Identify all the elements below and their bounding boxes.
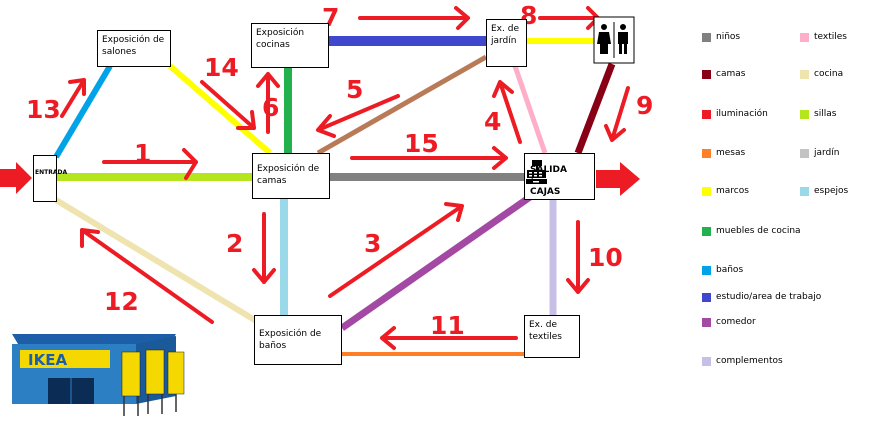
line-aseo-salida-camas <box>574 62 616 155</box>
legend-swatch <box>702 33 711 42</box>
route-arrow-12 <box>80 228 214 324</box>
legend-swatch <box>800 149 809 158</box>
route-arrow-14 <box>200 80 256 130</box>
line-entrada-salones-banos <box>53 64 113 159</box>
step-label-11: 11 <box>430 311 465 340</box>
route-arrow-1 <box>102 148 198 180</box>
node-exposicion-salones: Exposición de salones <box>97 30 171 67</box>
legend-label: espejos <box>814 186 849 196</box>
legend-swatch <box>800 33 809 42</box>
line-jardin-salida-textiles <box>512 65 548 154</box>
ikea-store-icon: IKEA <box>12 334 185 416</box>
route-arrow-9 <box>604 86 630 142</box>
legend-label: marcos <box>716 186 749 196</box>
legend-label: textiles <box>814 32 847 42</box>
route-arrow-2 <box>252 212 276 284</box>
legend-label: mesas <box>716 148 746 158</box>
route-arrow-13 <box>60 78 86 118</box>
node-ex-jardin: Ex. de jardín <box>486 19 527 67</box>
legend-label: muebles de cocina <box>716 226 801 236</box>
node-exposicion-camas: Exposición de camas <box>252 153 330 199</box>
legend-swatch <box>800 187 809 196</box>
cash-register-icon <box>526 160 547 184</box>
legend-label: iluminación <box>716 109 768 119</box>
legend-swatch <box>702 318 711 327</box>
step-label-13: 13 <box>26 95 61 124</box>
node-entrada: ENTRADA <box>33 155 67 202</box>
legend-swatch <box>800 70 809 79</box>
legend-swatch <box>702 110 711 119</box>
line-banos-salida-comedor <box>339 194 533 331</box>
step-label-15: 15 <box>404 129 439 158</box>
connections <box>53 36 616 356</box>
step-label-6: 6 <box>262 93 279 122</box>
node-exposicion-cocinas: Exposición cocinas <box>251 23 329 68</box>
legend-label: complementos <box>716 356 783 366</box>
legend-swatch <box>702 227 711 236</box>
legend-label: estudio/area de trabajo <box>716 292 822 302</box>
legend-label: comedor <box>716 317 756 327</box>
route-arrow-4 <box>492 80 522 144</box>
route-arrow-3 <box>328 202 464 298</box>
legend-label: cocina <box>814 69 844 79</box>
step-labels: 1 2 3 4 5 6 7 8 9 10 11 12 13 14 15 <box>26 1 653 340</box>
node-salida-cajas: SALIDA / CAJAS <box>524 153 595 200</box>
legend-swatch <box>702 357 711 366</box>
legend-label: camas <box>716 69 746 79</box>
step-label-2: 2 <box>226 229 243 258</box>
node-ex-textiles: Ex. de textiles <box>524 315 580 358</box>
step-label-12: 12 <box>104 287 139 316</box>
legend-swatch <box>702 266 711 275</box>
step-label-9: 9 <box>636 91 653 120</box>
route-arrow-8 <box>538 6 600 30</box>
line-camas-jardin-ninos-alt <box>316 54 488 156</box>
exit-arrow-icon <box>596 162 640 196</box>
step-label-14: 14 <box>204 53 239 82</box>
legend-label: sillas <box>814 109 837 119</box>
step-label-3: 3 <box>364 229 381 258</box>
legend-label: baños <box>716 265 744 275</box>
line-entrada-banos-cocina <box>54 197 260 325</box>
line-salones-camas-marcos <box>168 63 272 156</box>
toilet-icon <box>593 16 635 64</box>
legend-swatch <box>800 110 809 119</box>
step-label-4: 4 <box>484 107 501 136</box>
route-arrows <box>60 6 630 350</box>
step-label-5: 5 <box>346 75 363 104</box>
route-arrow-6 <box>256 72 280 134</box>
legend-swatch <box>702 293 711 302</box>
step-label-10: 10 <box>588 243 623 272</box>
route-arrow-10 <box>566 220 590 294</box>
route-arrow-15 <box>350 146 508 170</box>
legend-swatch <box>702 70 711 79</box>
legend-label: niños <box>716 32 741 42</box>
route-arrow-5 <box>316 94 400 138</box>
ikea-logo-text: IKEA <box>28 351 67 369</box>
legend-swatch <box>702 187 711 196</box>
legend-swatch <box>702 149 711 158</box>
entry-arrow-icon <box>0 162 32 194</box>
step-label-1: 1 <box>134 139 151 168</box>
route-arrow-7 <box>358 6 470 30</box>
route-arrow-11 <box>380 326 518 350</box>
node-exposicion-banos: Exposición de baños <box>254 315 342 365</box>
legend-label: jardín <box>814 148 840 158</box>
